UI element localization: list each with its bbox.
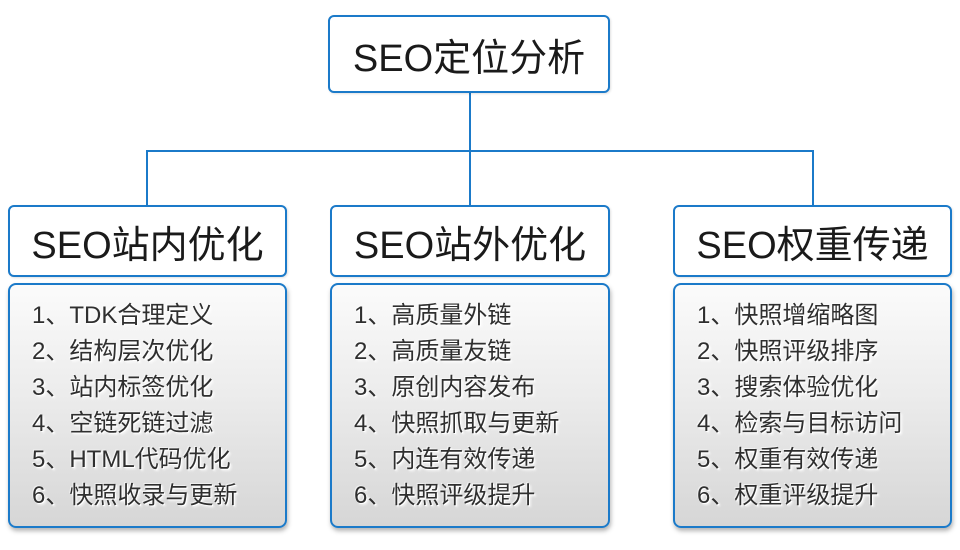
column-onsite-header: SEO站内优化 — [8, 205, 287, 277]
list-item: 1、快照增缩略图 — [697, 302, 879, 329]
column-onsite-optimization: SEO站内优化 1、TDK合理定义 2、结构层次优化 3、站内标签优化 4、空链… — [8, 205, 287, 528]
column-weight-list: 1、快照增缩略图 2、快照评级排序 3、搜索体验优化 4、检索与目标访问 5、权… — [697, 298, 940, 514]
list-item: 5、权重有效传递 — [697, 446, 879, 473]
list-item: 1、TDK合理定义 — [32, 302, 214, 329]
list-item: 2、快照评级排序 — [697, 338, 879, 365]
column-weight-header: SEO权重传递 — [673, 205, 952, 277]
list-item: 4、检索与目标访问 — [697, 410, 903, 437]
list-item: 4、快照抓取与更新 — [354, 410, 560, 437]
column-weight-transfer: SEO权重传递 1、快照增缩略图 2、快照评级排序 3、搜索体验优化 4、检索与… — [673, 205, 952, 528]
connector-right-vertical — [812, 150, 814, 206]
list-item: 6、权重评级提升 — [697, 482, 879, 509]
connector-middle-vertical — [469, 150, 471, 206]
connector-root-vertical — [469, 92, 471, 152]
column-onsite-list: 1、TDK合理定义 2、结构层次优化 3、站内标签优化 4、空链死链过滤 5、H… — [32, 298, 275, 514]
root-node-title: SEO定位分析 — [352, 37, 586, 80]
list-item: 2、高质量友链 — [354, 338, 512, 365]
list-item: 5、内连有效传递 — [354, 446, 536, 473]
list-item: 5、HTML代码优化 — [32, 446, 231, 473]
column-onsite-body: 1、TDK合理定义 2、结构层次优化 3、站内标签优化 4、空链死链过滤 5、H… — [8, 283, 287, 528]
list-item: 1、高质量外链 — [354, 302, 512, 329]
column-offsite-list: 1、高质量外链 2、高质量友链 3、原创内容发布 4、快照抓取与更新 5、内连有… — [354, 298, 598, 514]
column-offsite-header: SEO站外优化 — [330, 205, 610, 277]
list-item: 3、原创内容发布 — [354, 374, 536, 401]
list-item: 6、快照评级提升 — [354, 482, 536, 509]
connector-left-vertical — [146, 150, 148, 206]
connector-horizontal — [146, 150, 814, 152]
column-weight-body: 1、快照增缩略图 2、快照评级排序 3、搜索体验优化 4、检索与目标访问 5、权… — [673, 283, 952, 528]
list-item: 6、快照收录与更新 — [32, 482, 238, 509]
column-weight-title: SEO权重传递 — [696, 224, 929, 267]
list-item: 4、空链死链过滤 — [32, 410, 214, 437]
column-offsite-body: 1、高质量外链 2、高质量友链 3、原创内容发布 4、快照抓取与更新 5、内连有… — [330, 283, 610, 528]
list-item: 3、搜索体验优化 — [697, 374, 879, 401]
root-node: SEO定位分析 — [328, 15, 610, 93]
list-item: 2、结构层次优化 — [32, 338, 214, 365]
column-offsite-title: SEO站外优化 — [353, 224, 587, 267]
column-onsite-title: SEO站内优化 — [31, 224, 264, 267]
list-item: 3、站内标签优化 — [32, 374, 214, 401]
column-offsite-optimization: SEO站外优化 1、高质量外链 2、高质量友链 3、原创内容发布 4、快照抓取与… — [330, 205, 610, 528]
